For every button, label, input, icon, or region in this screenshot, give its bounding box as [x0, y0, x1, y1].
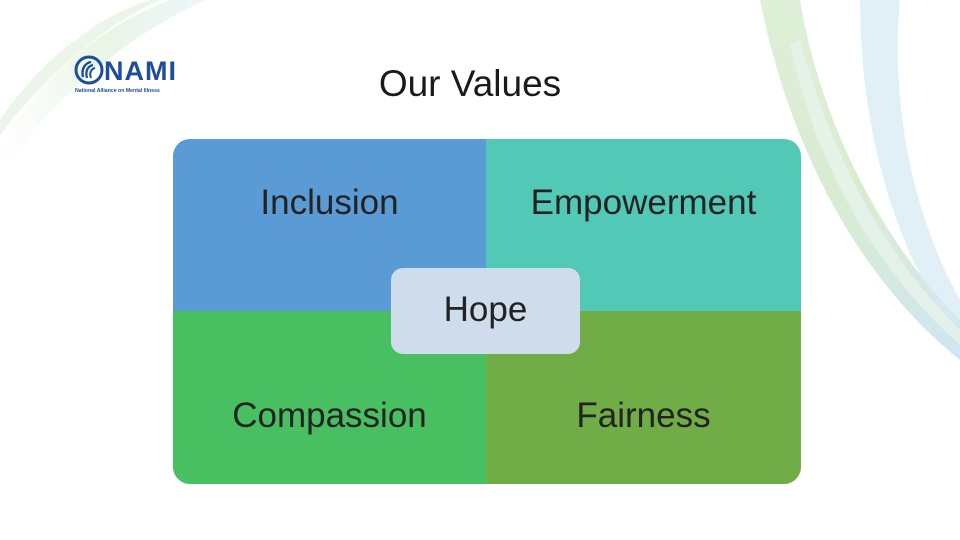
- quadrant-label-fairness: Fairness: [576, 396, 711, 435]
- center-value-box: Hope: [391, 268, 580, 354]
- center-label-hope: Hope: [443, 290, 528, 329]
- right-swoosh-blue: [860, 0, 960, 340]
- nami-logo: NAMI National Alliance on Mental Illness: [74, 55, 190, 97]
- quadrant-empowerment: Empowerment: [486, 139, 801, 311]
- logo-wordmark: NAMI: [104, 56, 177, 86]
- logo-tagline: National Alliance on Mental Illness: [75, 88, 160, 94]
- quadrant-label-compassion: Compassion: [232, 396, 427, 435]
- nami-swirl-icon: [74, 55, 104, 85]
- quadrant-label-inclusion: Inclusion: [260, 183, 399, 222]
- quadrant-label-empowerment: Empowerment: [530, 183, 757, 222]
- slide-title: Our Values: [378, 63, 562, 104]
